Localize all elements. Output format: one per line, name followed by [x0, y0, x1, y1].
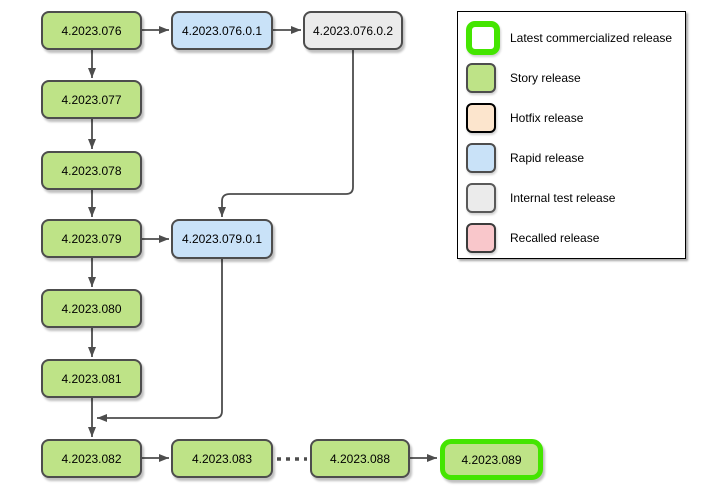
node-4-2023-078: 4.2023.078 — [41, 151, 142, 190]
rapid-release-swatch-icon — [466, 143, 496, 173]
legend-label-recalled: Recalled release — [510, 231, 600, 245]
node-4-2023-080: 4.2023.080 — [41, 289, 142, 328]
internal-test-release-swatch-icon — [466, 183, 496, 213]
legend-label-hotfix: Hotfix release — [510, 111, 584, 125]
node-4-2023-083: 4.2023.083 — [171, 439, 273, 478]
node-4-2023-076: 4.2023.076 — [41, 11, 142, 50]
legend-label-rapid: Rapid release — [510, 151, 585, 165]
legend-row-internal: Internal test release — [458, 178, 685, 218]
recalled-release-swatch-icon — [466, 223, 496, 253]
node-4-2023-081: 4.2023.081 — [41, 359, 142, 398]
hotfix-release-swatch-icon — [466, 103, 496, 133]
legend-row-story: Story release — [458, 58, 685, 98]
legend-row-latest: Latest commercialized release — [458, 18, 685, 58]
story-release-swatch-icon — [466, 63, 496, 93]
node-4-2023-079: 4.2023.079 — [41, 219, 142, 258]
legend-row-rapid: Rapid release — [458, 138, 685, 178]
latest-release-swatch-icon — [466, 21, 500, 55]
node-4-2023-088: 4.2023.088 — [310, 439, 410, 478]
node-4-2023-082: 4.2023.082 — [41, 439, 142, 478]
node-4-2023-079-0-1: 4.2023.079.0.1 — [171, 219, 273, 259]
legend-row-hotfix: Hotfix release — [458, 98, 685, 138]
legend-label-internal: Internal test release — [510, 191, 616, 205]
legend-box: Latest commercialized release Story rele… — [457, 11, 686, 259]
node-4-2023-077: 4.2023.077 — [41, 80, 142, 119]
edge-076-0-2-to-079-0-1 — [218, 50, 354, 217]
node-4-2023-089: 4.2023.089 — [440, 439, 543, 480]
legend-row-recalled: Recalled release — [458, 218, 685, 258]
legend-label-story: Story release — [510, 71, 581, 85]
node-4-2023-076-0-1: 4.2023.076.0.1 — [171, 11, 273, 50]
node-4-2023-076-0-2: 4.2023.076.0.2 — [303, 11, 403, 50]
legend-label-latest: Latest commercialized release — [510, 31, 673, 45]
edge-079-0-1-to-082 — [97, 259, 223, 422]
